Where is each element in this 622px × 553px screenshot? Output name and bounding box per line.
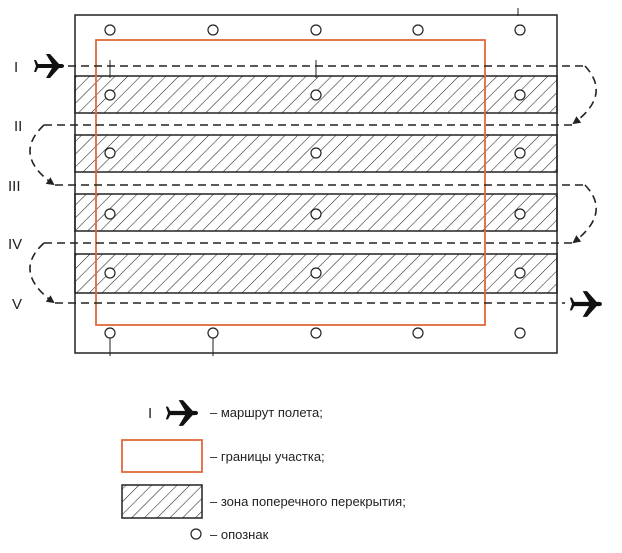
airplane-icon [165,400,198,426]
route-label-1: I [14,59,18,76]
circle-marker-icon [412,24,424,36]
route-label-3: III [8,178,21,195]
legend-overlap-text: – зона поперечного перекрытия; [210,494,406,509]
airplane-icon [34,54,64,78]
site-boundary [95,39,486,326]
markers [104,24,526,339]
circle-marker-icon [514,24,526,36]
survey-frame [74,14,558,354]
legend: I – маршрут полета; – границы участка; –… [121,400,406,542]
legend-marker-text: – опознак [210,527,269,542]
circle-marker-icon [104,327,116,339]
reference-ticks [109,8,519,356]
circle-marker-icon [207,24,219,36]
circle-marker-icon [412,327,424,339]
legend-boundary-swatch [121,439,203,473]
turn-arrow-4-5 [29,242,55,304]
circle-marker-icon [310,208,322,220]
airplane-icon [569,291,602,317]
route-label-4: IV [8,236,22,253]
circle-marker-icon [514,267,526,279]
turn-arrow-2-3 [29,124,55,186]
circle-marker-icon [190,528,202,540]
circle-marker-icon [104,267,116,279]
turn-arrow-1-2 [572,65,597,125]
circle-marker-icon [104,89,116,101]
legend-route-text: – маршрут полета; [210,405,323,420]
circle-marker-icon [310,147,322,159]
circle-marker-icon [104,24,116,36]
legend-route-symbol-label: I [148,405,152,422]
turn-arrow-3-4 [572,184,597,244]
circle-marker-icon [104,147,116,159]
circle-marker-icon [310,89,322,101]
circle-marker-icon [514,89,526,101]
circle-marker-icon [310,24,322,36]
legend-boundary-text: – границы участка; [210,449,325,464]
legend-overlap-swatch [121,484,203,519]
circle-marker-icon [310,267,322,279]
circle-marker-icon [514,208,526,220]
circle-marker-icon [207,327,219,339]
route-label-5: V [12,296,22,313]
circle-marker-icon [310,327,322,339]
circle-marker-icon [514,147,526,159]
circle-marker-icon [514,327,526,339]
circle-marker-icon [104,208,116,220]
flight-routes [29,65,597,304]
route-label-2: II [14,118,22,135]
